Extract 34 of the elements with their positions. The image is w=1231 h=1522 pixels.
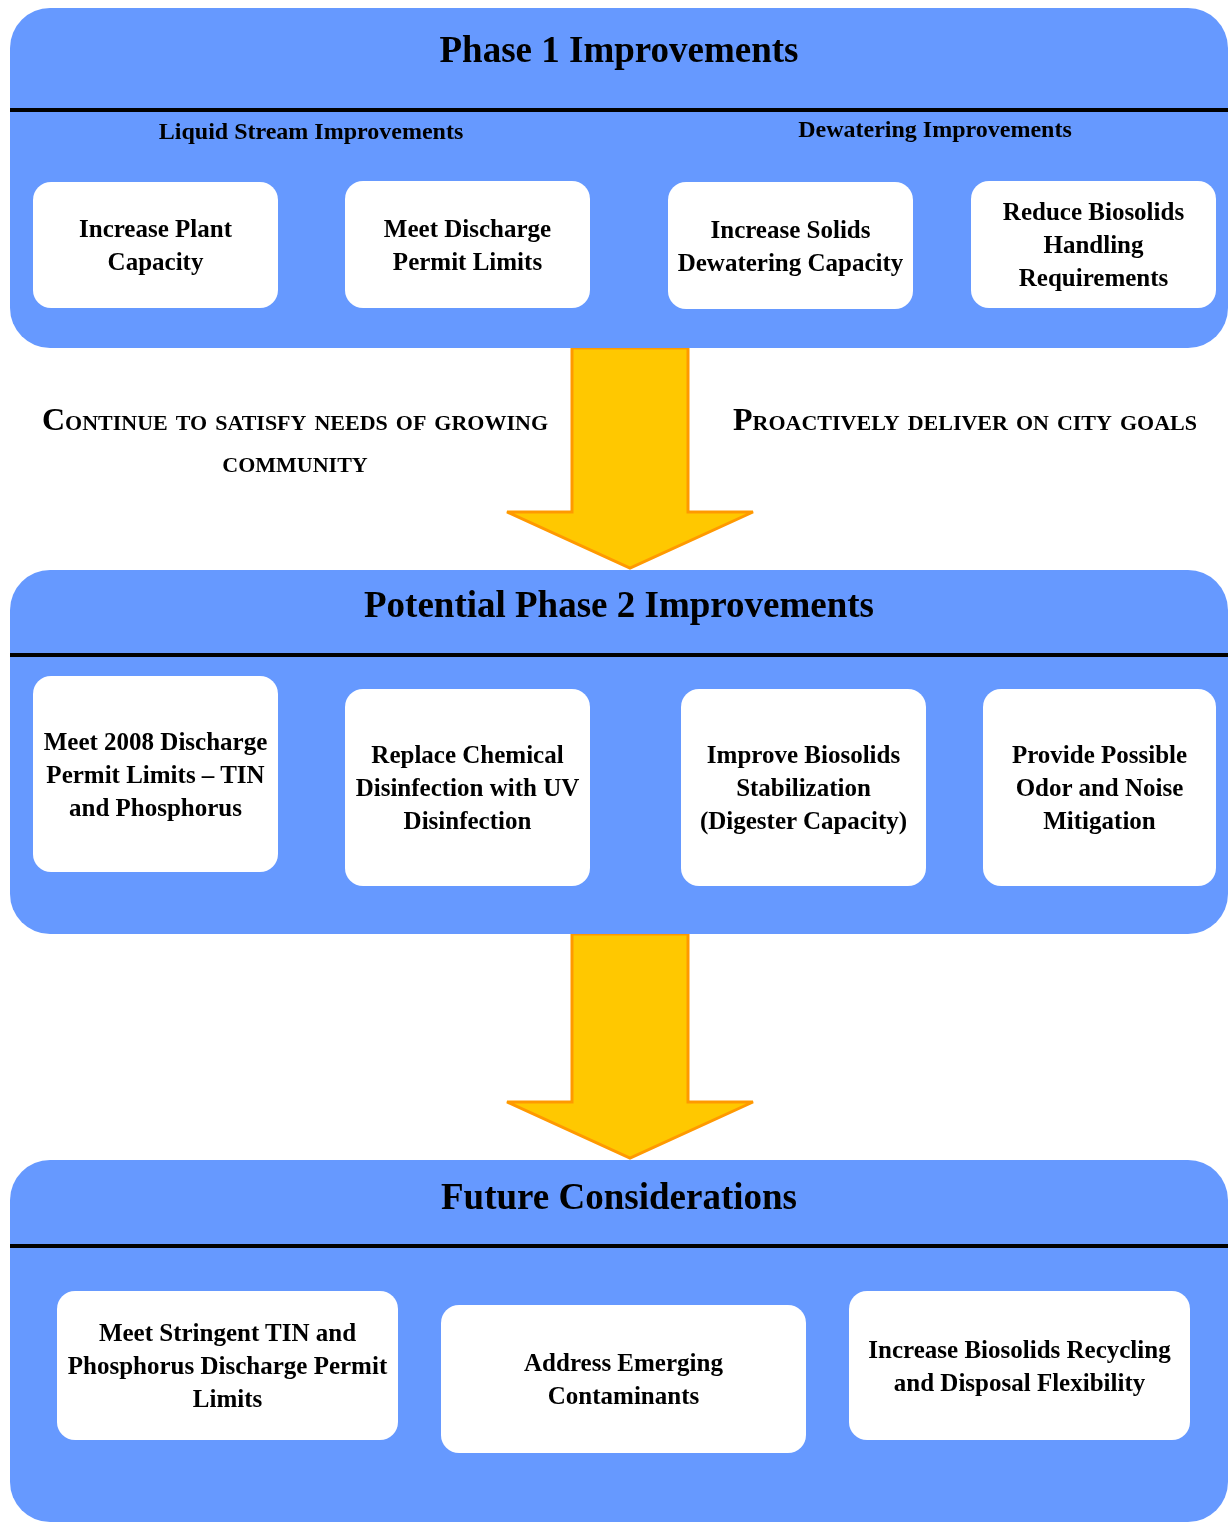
- block-arrow: [505, 932, 755, 1160]
- phase-panel: [10, 570, 1228, 934]
- box-text: Increase Biosolids Recycling and Disposal Flexibility: [867, 1334, 1172, 1398]
- item-box: [681, 689, 926, 886]
- panel-title: Phase 1 Improvements: [438, 28, 800, 71]
- item-box: [57, 1291, 398, 1440]
- block-arrow: [505, 346, 755, 570]
- box-text: Meet Stringent TIN and Phosphorus Discharge Permit Limits: [66, 1318, 389, 1414]
- box-text: Provide Possible Odor and Noise Mitigation: [1010, 740, 1189, 836]
- box-text: Increase Plant Capacity: [78, 214, 233, 277]
- item-box: [668, 182, 913, 309]
- item-box: [345, 689, 590, 886]
- section-heading: Dewatering Improvements: [797, 116, 1073, 143]
- box-text: Improve Biosolids Stabilization (Digester Capacity): [698, 740, 909, 837]
- section-heading: Liquid Stream Improvements: [157, 118, 465, 145]
- goal-statement: Proactively deliver on city goals: [732, 400, 1198, 439]
- goal-statement: Continue to satisfy needs of growing community: [40, 400, 550, 481]
- panel-title: Future Considerations: [440, 1175, 798, 1218]
- box-text: Meet 2008 Discharge Permit Limits – TIN and Phosphorus: [42, 726, 269, 823]
- phase-panel: [10, 1160, 1228, 1522]
- box-text: Replace Chemical Disinfection with UV Disinfection: [354, 740, 581, 836]
- item-box: [441, 1305, 806, 1453]
- box-text: Address Emerging Contaminants: [523, 1348, 724, 1411]
- phase-panel: [10, 8, 1228, 348]
- item-box: [849, 1291, 1190, 1440]
- item-box: [33, 676, 278, 872]
- box-text: Increase Solids Dewatering Capacity: [676, 214, 905, 278]
- panel-title: Potential Phase 2 Improvements: [362, 583, 876, 626]
- item-box: [345, 181, 590, 308]
- box-text: Reduce Biosolids Handling Requirements: [1001, 197, 1186, 293]
- item-box: [33, 182, 278, 308]
- box-text: Meet Discharge Permit Limits: [382, 213, 553, 277]
- item-box: [983, 689, 1216, 886]
- item-box: [971, 181, 1216, 308]
